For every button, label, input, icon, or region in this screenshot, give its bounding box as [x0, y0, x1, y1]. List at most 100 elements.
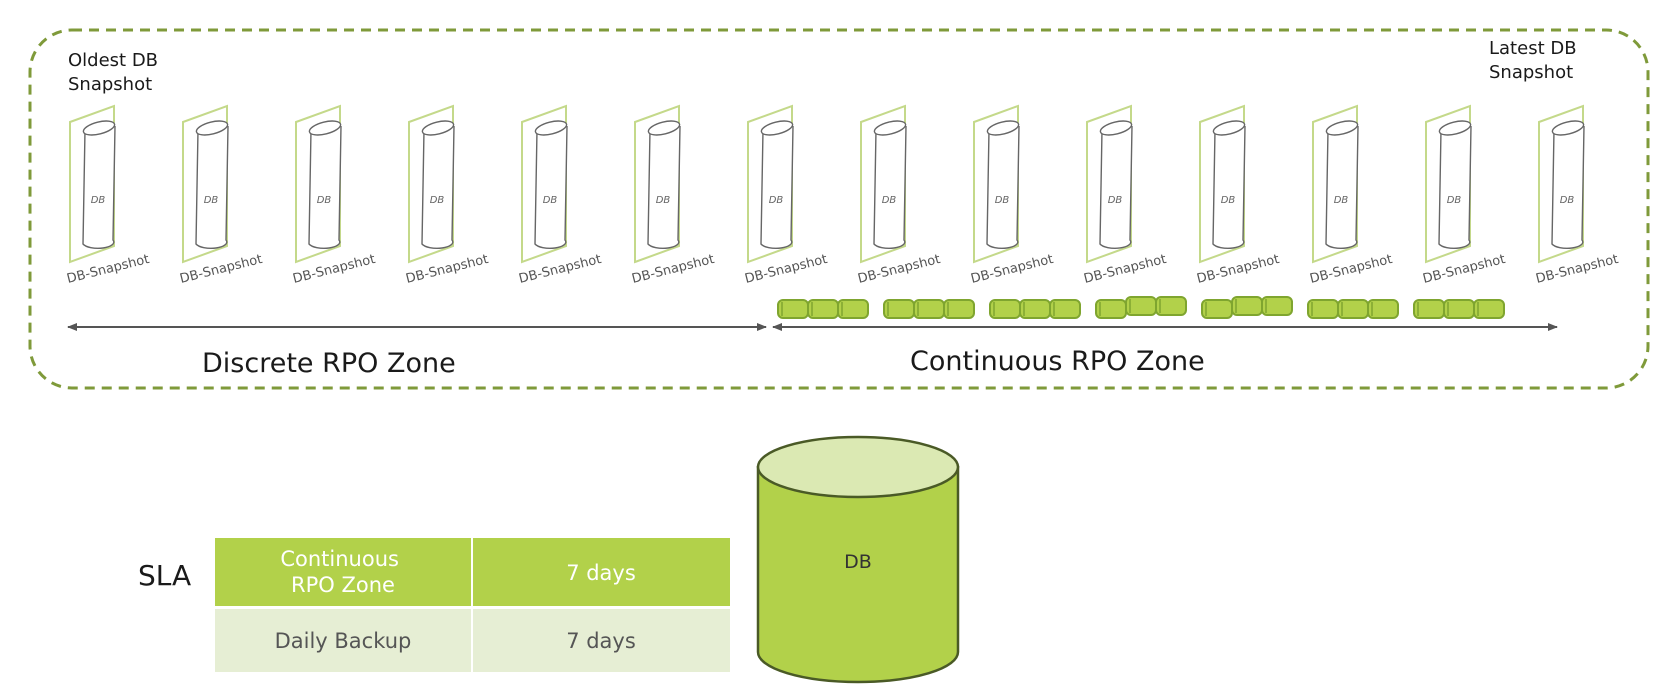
snapshot-db-label: DB [769, 195, 784, 206]
snapshot-6: DB DB-Snapshot [630, 104, 716, 287]
snapshot-db-icon [82, 125, 116, 250]
snapshot-db-label: DB [882, 195, 897, 206]
snapshot-db-top [647, 120, 681, 136]
snapshot-db-top [873, 120, 907, 136]
snapshot-caption: DB-Snapshot [1195, 252, 1281, 287]
snapshot-db-icon [534, 125, 568, 250]
snapshot-db-icon [986, 125, 1020, 250]
snapshot-3: DB DB-Snapshot [291, 104, 377, 287]
snapshot-frame [1086, 104, 1132, 264]
snapshot-caption: DB-Snapshot [1308, 252, 1394, 287]
snapshot-caption: DB-Snapshot [291, 252, 377, 287]
snapshot-caption: DB-Snapshot [404, 252, 490, 287]
snapshot-db-top [1438, 120, 1472, 136]
log-segment-group [883, 299, 975, 319]
snapshot-db-label: DB [1108, 195, 1123, 206]
snapshot-db-label: DB [995, 195, 1010, 206]
snapshot-db-top [1325, 120, 1359, 136]
snapshot-frame [747, 104, 793, 264]
log-segment [1473, 299, 1505, 319]
snapshot-db-top [760, 120, 794, 136]
snapshot-5: DB DB-Snapshot [517, 104, 603, 287]
snapshot-db-top [1212, 120, 1246, 136]
log-segment [837, 299, 869, 319]
log-segment [1367, 299, 1399, 319]
snapshot-frame [295, 104, 341, 264]
snapshot-db-icon [873, 125, 907, 250]
latest-snapshot-label: Latest DB Snapshot [1489, 38, 1582, 83]
snapshot-db-top [534, 120, 568, 136]
snapshot-10: DB DB-Snapshot [1082, 104, 1168, 287]
snapshot-db-label: DB [1334, 195, 1349, 206]
snapshot-db-top [195, 120, 229, 136]
snapshot-12: DB DB-Snapshot [1308, 104, 1394, 287]
snapshot-frame [1425, 104, 1471, 264]
snapshot-caption: DB-Snapshot [1421, 252, 1507, 287]
snapshot-14: DB DB-Snapshot [1534, 104, 1620, 287]
snapshot-caption: DB-Snapshot [1534, 252, 1620, 287]
snapshot-caption: DB-Snapshot [517, 252, 603, 287]
log-segment-group [1307, 299, 1399, 319]
snapshot-db-icon [308, 125, 342, 250]
snapshot-db-icon [647, 125, 681, 250]
sla-retention-continuous: 7 days [566, 561, 636, 585]
sla-label: SLA [138, 559, 191, 592]
snapshot-frame [634, 104, 680, 264]
snapshot-db-icon [760, 125, 794, 250]
snapshot-db-icon [1099, 125, 1133, 250]
snapshot-caption: DB-Snapshot [178, 252, 264, 287]
snapshot-frame [69, 104, 115, 264]
snapshot-caption: DB-Snapshot [630, 252, 716, 287]
oldest-snapshot-label: Oldest DB Snapshot [68, 50, 164, 95]
snapshot-db-icon [421, 125, 455, 250]
snapshot-frame [973, 104, 1019, 264]
snapshot-db-top [1551, 120, 1585, 136]
snapshot-4: DB DB-Snapshot [404, 104, 490, 287]
timeline-border [28, 28, 1650, 390]
log-segment [1155, 296, 1187, 316]
snapshot-caption: DB-Snapshot [65, 252, 151, 287]
log-segment-group [1095, 296, 1187, 319]
snapshot-frame [860, 104, 906, 264]
snapshot-db-icon [195, 125, 229, 250]
snapshot-db-label: DB [1560, 195, 1575, 206]
log-segment [1049, 299, 1081, 319]
snapshot-db-label: DB [204, 195, 219, 206]
snapshot-db-label: DB [543, 195, 558, 206]
snapshot-row: DB DB-Snapshot DB DB-Snapshot DB DB-Snapshot D… [65, 104, 1620, 287]
discrete-zone-label: Discrete RPO Zone [202, 348, 456, 379]
continuous-zone-label: Continuous RPO Zone [910, 346, 1205, 377]
snapshot-2: DB DB-Snapshot [178, 104, 264, 287]
snapshot-db-label: DB [656, 195, 671, 206]
database-label: DB [844, 551, 872, 573]
log-segment-group [777, 299, 869, 319]
snapshot-db-top [1099, 120, 1133, 136]
sla-policy-daily: Daily Backup [275, 629, 412, 653]
snapshot-frame [182, 104, 228, 264]
snapshot-db-icon [1551, 125, 1585, 250]
log-segment [1261, 296, 1293, 316]
log-segment-row [777, 296, 1505, 319]
snapshot-caption: DB-Snapshot [1082, 252, 1168, 287]
log-segment-group [1413, 299, 1505, 319]
snapshot-db-top [421, 120, 455, 136]
snapshot-db-top [82, 120, 116, 136]
snapshot-frame [1199, 104, 1245, 264]
log-segment-group [989, 299, 1081, 319]
snapshot-db-label: DB [317, 195, 332, 206]
sla-table: Continuous RPO Zone 7 days Daily Backup … [215, 538, 730, 672]
snapshot-db-icon [1325, 125, 1359, 250]
snapshot-db-icon [1212, 125, 1246, 250]
sla-policy-continuous: Continuous RPO Zone [280, 547, 405, 597]
snapshot-frame [408, 104, 454, 264]
log-segment-group [1201, 296, 1293, 319]
sla-retention-daily: 7 days [566, 629, 636, 653]
snapshot-db-top [986, 120, 1020, 136]
snapshot-db-label: DB [430, 195, 445, 206]
